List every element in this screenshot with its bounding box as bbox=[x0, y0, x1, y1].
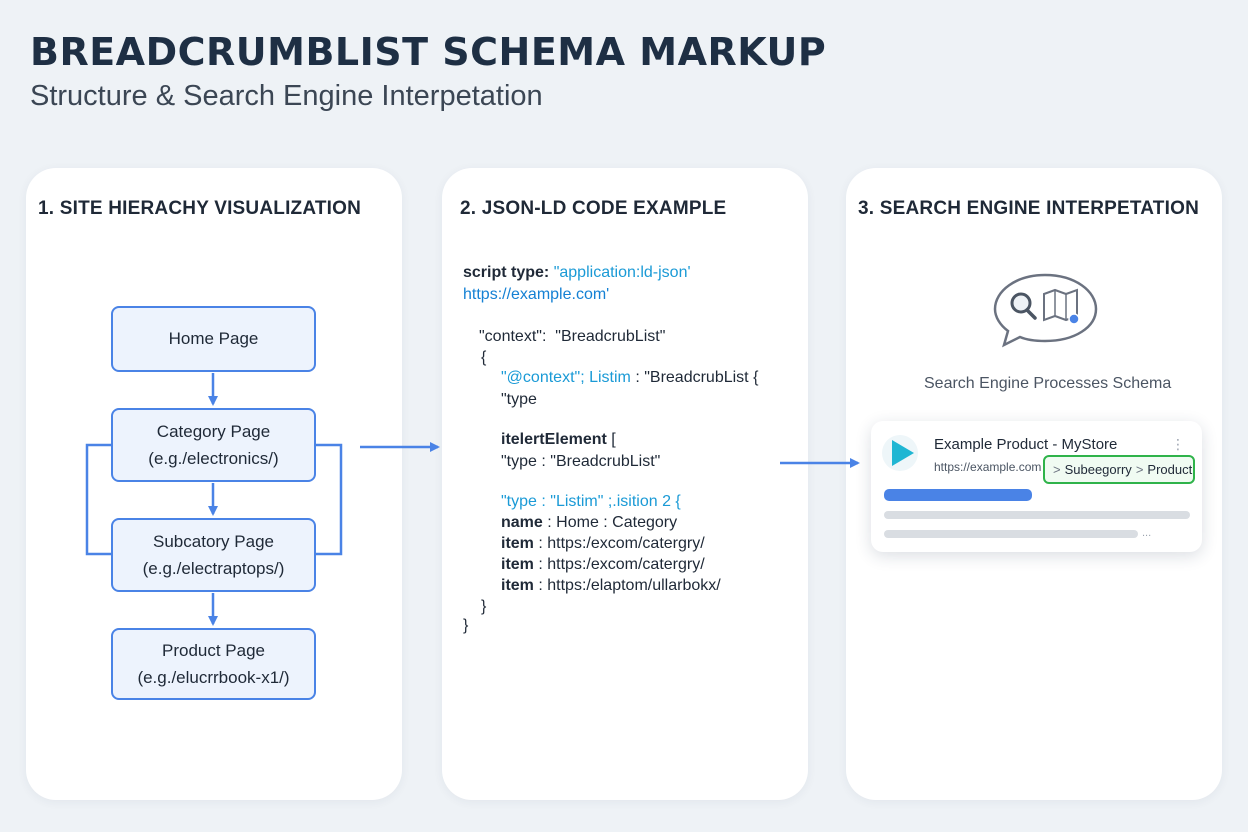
code-value: "BreadcrubList" bbox=[555, 328, 666, 345]
code-string: "application:ld-json' bbox=[553, 264, 691, 281]
speech-bubble-icon bbox=[993, 273, 1098, 348]
result-url: https://example.com bbox=[934, 460, 1042, 474]
code-row-name: name : Home : Category bbox=[501, 514, 677, 532]
code-atcontext-line: "@context"; Listim : "BreadcrubList { bbox=[501, 369, 758, 387]
code-brace-close-inner: } bbox=[481, 598, 487, 615]
node-label: Subcatory Page bbox=[153, 531, 274, 551]
more-options-icon[interactable]: ⋮ bbox=[1171, 436, 1185, 452]
node-label: Home Page bbox=[168, 329, 259, 349]
code-sep: : bbox=[538, 556, 543, 573]
code-key: "context" bbox=[479, 328, 542, 345]
node-label: Category Page bbox=[156, 421, 271, 441]
result-headline-bar bbox=[884, 489, 1032, 501]
page-title: BREADCRUMBLIST SCHEMA MARKUP bbox=[30, 30, 827, 74]
code-panel-title: 2. JSON-LD CODE EXAMPLE bbox=[460, 198, 727, 219]
code-value: https:/excom/catergry/ bbox=[547, 535, 705, 552]
code-row-item: item : https:/elaptom/ullarbokx/ bbox=[501, 577, 721, 595]
search-panel-title: 3. SEARCH ENGINE INTERPETATION bbox=[858, 198, 1199, 219]
code-key: "type bbox=[501, 453, 537, 470]
code-sep: : bbox=[541, 328, 547, 345]
code-key: "@context"; Listim bbox=[501, 369, 631, 386]
result-snippet-ellipsis: ... bbox=[1142, 527, 1152, 539]
code-colon: : bbox=[543, 264, 550, 281]
code-context-line: "context": "BreadcrubList" bbox=[479, 328, 665, 346]
search-engine-caption: Search Engine Processes Schema bbox=[924, 375, 1172, 392]
node-path: (e.g./elucrrbook-x1/) bbox=[137, 668, 290, 687]
play-icon bbox=[892, 440, 914, 466]
left-bracket-connector bbox=[85, 443, 111, 556]
code-value: https:/elaptom/ullarbokx/ bbox=[547, 577, 721, 594]
result-title[interactable]: Example Product - MyStore bbox=[934, 436, 1118, 453]
code-sep: : bbox=[538, 535, 543, 552]
hierarchy-connectors bbox=[85, 373, 343, 626]
code-listitem-line: "type : "Listim" ;.isition 2 { bbox=[501, 493, 681, 510]
code-value: "BreadcrubList" bbox=[550, 453, 661, 470]
code-value: https:/excom/catergry/ bbox=[547, 556, 705, 573]
right-bracket-connector bbox=[316, 443, 343, 556]
code-key: name bbox=[501, 514, 543, 531]
code-key: item bbox=[501, 535, 534, 552]
code-type-value-line: "type : "BreadcrubList" bbox=[501, 453, 660, 471]
code-row-item: item : https:/excom/catergry/ bbox=[501, 556, 705, 574]
code-script-line: script type: "application:ld-json' bbox=[463, 264, 691, 282]
code-sep: : bbox=[538, 577, 543, 594]
code-row-item: item : https:/excom/catergry/ bbox=[501, 535, 705, 553]
node-category-page: Category Page (e.g./electronics/) bbox=[111, 408, 316, 482]
code-key: itelertElement bbox=[501, 431, 607, 448]
code-url-line: https://example.com' bbox=[463, 286, 610, 303]
code-value: "BreadcrubList { bbox=[644, 369, 759, 386]
code-key: item bbox=[501, 556, 534, 573]
node-path: (e.g./electronics/) bbox=[148, 449, 279, 468]
code-bracket: [ bbox=[611, 431, 616, 448]
node-subcategory-page: Subcatory Page (e.g./electraptops/) bbox=[111, 518, 316, 592]
breadcrumb-separator: > bbox=[1053, 462, 1061, 477]
code-key: item bbox=[501, 577, 534, 594]
node-product-page: Product Page (e.g./elucrrbook-x1/) bbox=[111, 628, 316, 700]
code-sep: : bbox=[547, 514, 552, 531]
breadcrumb-item-product: Product bbox=[1147, 462, 1193, 477]
node-label: Product Page bbox=[161, 640, 265, 660]
breadcrumb-separator: > bbox=[1135, 462, 1144, 477]
breadcrumb-item-subcategory: Subeegorry bbox=[1064, 462, 1132, 477]
code-sep: : bbox=[541, 453, 546, 470]
code-value: Home : Category bbox=[556, 514, 678, 531]
result-snippet-bar bbox=[884, 511, 1190, 519]
code-sep: : bbox=[635, 369, 640, 386]
code-panel: 2. JSON-LD CODE EXAMPLE bbox=[442, 168, 808, 800]
breadcrumb-highlight: > Subeegorry > Product bbox=[1043, 455, 1195, 484]
node-home-page: Home Page bbox=[111, 306, 316, 372]
hierarchy-panel-title: 1. SITE HIERACHY VISUALIZATION bbox=[38, 198, 362, 219]
code-brace-close-outer: } bbox=[463, 617, 469, 634]
code-keyword: script type bbox=[463, 264, 544, 281]
node-path: (e.g./electraptops/) bbox=[142, 559, 285, 578]
code-brace-open: { bbox=[481, 349, 487, 366]
magnifier-icon bbox=[1010, 292, 1032, 314]
location-pin-icon bbox=[1068, 313, 1080, 325]
code-item-element-line: itelertElement [ bbox=[501, 431, 616, 449]
page-subtitle: Structure & Search Engine Interpetation bbox=[30, 80, 543, 112]
result-snippet-bar bbox=[884, 530, 1138, 538]
code-type-line: "type bbox=[501, 391, 537, 408]
